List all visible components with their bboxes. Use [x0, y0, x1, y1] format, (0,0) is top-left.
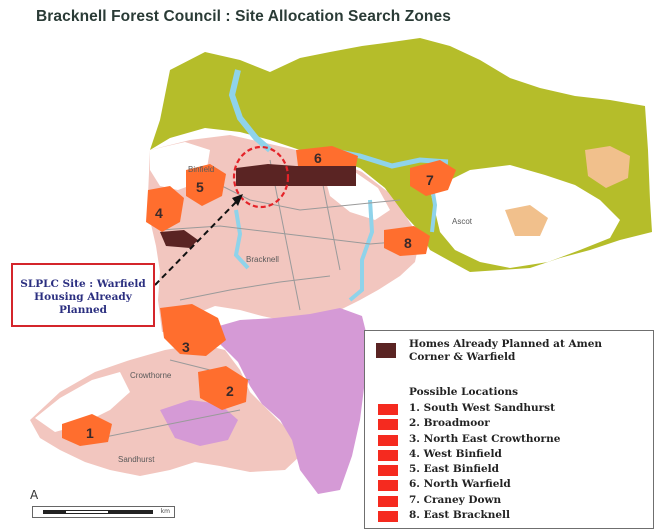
legend-swatch: [378, 434, 398, 446]
legend-item: 2. Broadmoor: [365, 416, 653, 431]
zone-label-5: 5: [196, 179, 204, 195]
legend-swatch: [378, 449, 398, 461]
town-label-bracknell: Bracknell: [246, 255, 279, 264]
legend-item-label: 5. East Binfield: [409, 463, 499, 476]
legend-swatch: [378, 495, 398, 507]
legend-item-label: 1. South West Sandhurst: [409, 402, 555, 414]
legend-swatch: [378, 465, 398, 477]
open-land: [35, 372, 130, 432]
legend-item: 5. East Binfield: [365, 462, 653, 477]
forest-area: [205, 308, 368, 494]
zone-label-7: 7: [426, 172, 434, 188]
search-zone-2: [198, 366, 248, 410]
legend-item: 3. North East Crowthorne: [365, 432, 653, 447]
town-label-ascot: Ascot: [452, 217, 473, 226]
legend-swatch: [378, 480, 398, 492]
zone-label-4: 4: [155, 205, 163, 221]
planned-homes-warfield: [236, 164, 356, 186]
scale-bar: km: [32, 506, 175, 518]
map-legend: Homes Already Planned at Amen Corner & W…: [364, 330, 654, 529]
legend-item-label: 7. Craney Down: [409, 493, 502, 506]
callout-line: Planned: [59, 304, 107, 316]
zone-label-6: 6: [314, 150, 322, 166]
legend-swatch: [378, 419, 398, 431]
callout-line: Housing Already: [34, 291, 132, 303]
legend-swatch: [378, 404, 398, 415]
slplc-site-highlight: [232, 145, 290, 209]
legend-item-label: 4. West Binfield: [409, 447, 502, 460]
scale-segment: [65, 510, 109, 514]
legend-planned-label: Homes Already Planned at Amen Corner & W…: [409, 338, 603, 363]
legend-item-label: 3. North East Crowthorne: [409, 432, 561, 445]
legend-section-title: Possible Locations: [409, 386, 519, 398]
scale-unit: km: [160, 508, 170, 515]
legend-swatch-planned: [376, 343, 396, 358]
scale-segment: [109, 510, 153, 514]
planned-homes-amen-corner: [160, 230, 198, 248]
legend-item: 8. East Bracknell: [365, 508, 653, 523]
legend-swatch: [378, 511, 398, 523]
search-zone-3: [160, 304, 226, 356]
town-label-binfield: Binfield: [188, 165, 214, 174]
greenbelt-patch: [505, 205, 548, 236]
legend-item: 7. Craney Down: [365, 493, 653, 508]
legend-item-label: 2. Broadmoor: [409, 417, 490, 430]
slplc-callout-box: SLPLC Site : Warfield Housing Already Pl…: [11, 263, 155, 327]
legend-list: 1. South West Sandhurst 2. Broadmoor 3. …: [365, 401, 653, 523]
map-title: Bracknell Forest Council : Site Allocati…: [36, 8, 451, 25]
legend-item: 1. South West Sandhurst: [365, 401, 653, 416]
search-zone-7: [410, 160, 456, 196]
north-arrow-icon: A: [30, 488, 39, 502]
search-zone-1: [62, 414, 112, 446]
greenbelt-patch: [585, 146, 630, 188]
town-label-crowthorne: Crowthorne: [130, 371, 172, 380]
search-zone-5: [186, 164, 226, 206]
callout-line: SLPLC Site : Warfield: [20, 278, 146, 290]
river: [233, 209, 250, 270]
zone-label-1: 1: [86, 425, 94, 441]
legend-item: 4. West Binfield: [365, 447, 653, 462]
legend-item-label: 6. North Warfield: [409, 478, 511, 491]
legend-item: 6. North Warfield: [365, 477, 653, 492]
search-zone-4: [146, 186, 184, 232]
river: [348, 199, 375, 302]
scale-segment: [43, 510, 65, 514]
legend-item-label: 8. East Bracknell: [409, 509, 511, 522]
callout-arrow-head: [232, 194, 243, 206]
river: [228, 69, 272, 153]
zone-label-2: 2: [226, 383, 234, 399]
zone-label-8: 8: [404, 235, 412, 251]
search-zone-6: [296, 146, 358, 166]
town-label-sandhurst: Sandhurst: [118, 455, 155, 464]
forest-area: [160, 400, 238, 446]
zone-label-3: 3: [182, 339, 190, 355]
search-zone-8: [384, 226, 430, 256]
